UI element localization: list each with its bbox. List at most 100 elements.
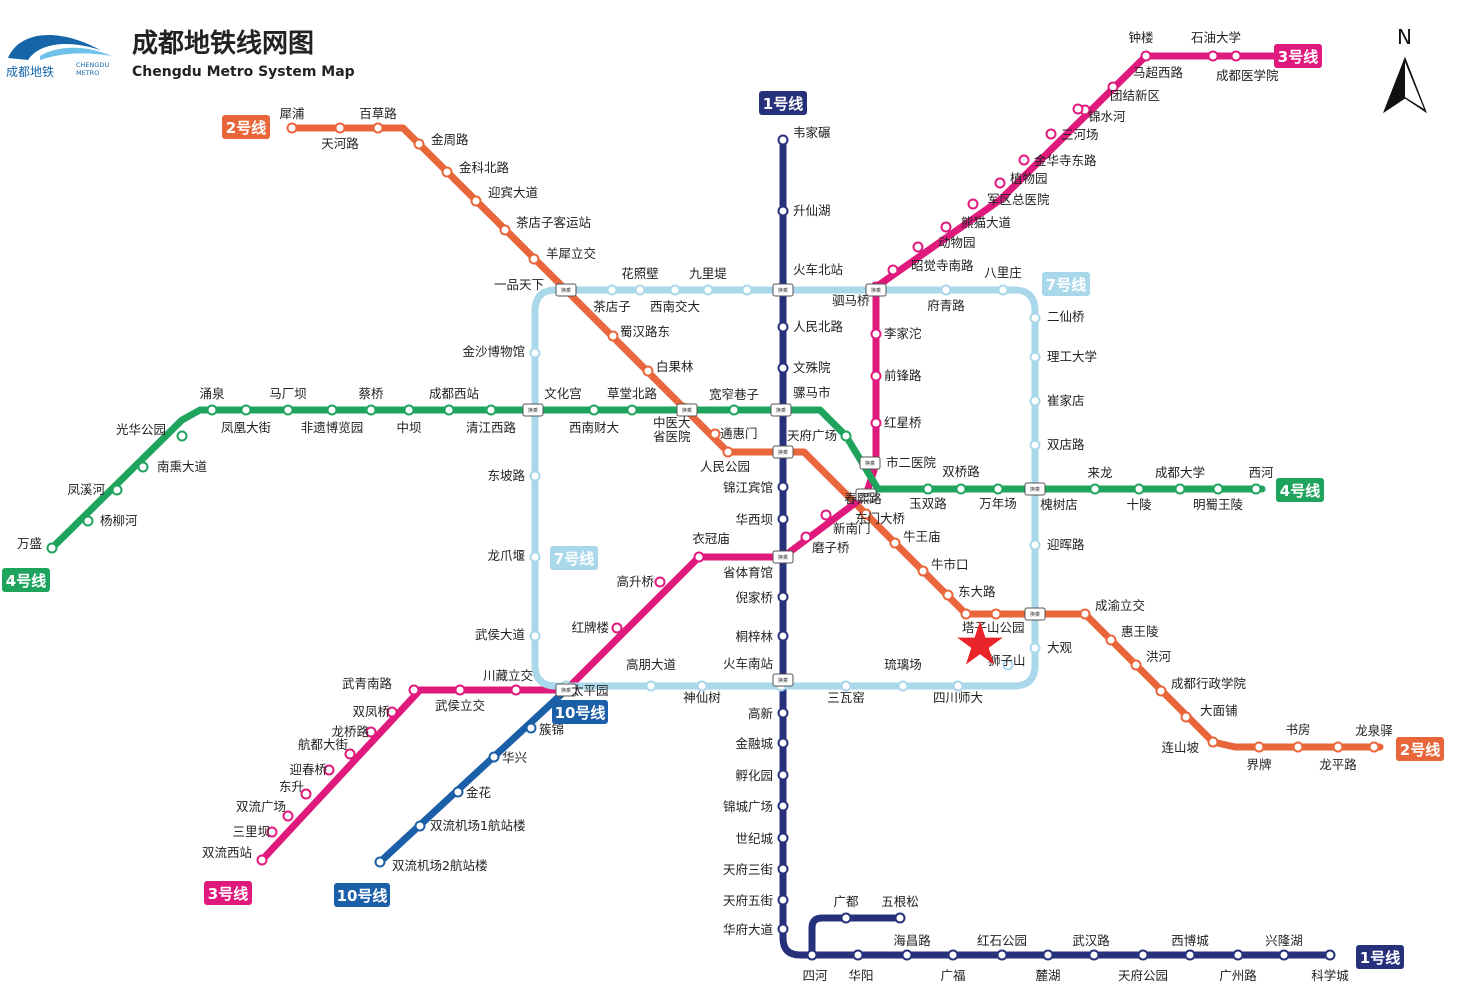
station-dot[interactable] <box>386 706 398 718</box>
station-dot[interactable] <box>374 856 386 868</box>
station-dot[interactable] <box>1079 608 1091 620</box>
station-dot[interactable] <box>266 826 278 838</box>
station-dot[interactable] <box>777 134 789 146</box>
station-label[interactable]: 升仙湖 <box>793 203 831 218</box>
station-dot[interactable] <box>46 542 58 554</box>
station-dot[interactable] <box>1368 741 1380 753</box>
station-dot[interactable] <box>1029 312 1041 324</box>
station-label[interactable]: 大面铺 <box>1200 703 1238 718</box>
station-dot[interactable] <box>887 264 899 276</box>
station-label[interactable]: 红石公园 <box>977 933 1027 948</box>
station-label[interactable]: 孵化园 <box>735 768 773 783</box>
station-label[interactable]: 昭觉寺南路 <box>911 258 974 273</box>
station-dot[interactable] <box>528 253 540 265</box>
station-dot[interactable] <box>922 483 934 495</box>
station-dot[interactable] <box>414 820 426 832</box>
station-dot[interactable] <box>588 404 600 416</box>
station-dot[interactable] <box>642 365 654 377</box>
station-label[interactable]: 连山坡 <box>1161 740 1199 755</box>
station-dot[interactable] <box>529 630 541 642</box>
station-label[interactable]: 龙平路 <box>1319 757 1357 772</box>
station-label[interactable]: 红星桥 <box>884 415 922 430</box>
station-label[interactable]: 锦水河 <box>1088 109 1126 124</box>
station-label[interactable]: 百草路 <box>359 106 397 121</box>
station-dot[interactable] <box>344 748 356 760</box>
station-label[interactable]: 天府公园 <box>1118 968 1168 983</box>
station-label[interactable]: 华阳 <box>848 968 873 983</box>
station-label[interactable]: 牛市口 <box>931 557 969 572</box>
transfer-badge[interactable] <box>676 403 698 417</box>
station-label[interactable]: 龙桥路 <box>331 724 369 739</box>
station-dot[interactable] <box>82 515 94 527</box>
station-label[interactable]: 塔子山公园 <box>962 620 1025 635</box>
transfer-badge[interactable] <box>555 283 577 297</box>
station-label[interactable]: 太平园 <box>571 683 609 698</box>
station-label[interactable]: 春熙路 <box>844 491 882 506</box>
station-dot[interactable] <box>870 370 882 382</box>
station-dot[interactable] <box>470 195 482 207</box>
station-label[interactable]: 四川师大 <box>933 690 983 705</box>
station-dot[interactable] <box>709 428 721 440</box>
station-label[interactable]: 市二医院 <box>886 455 937 470</box>
station-label[interactable]: 迎宾大道 <box>488 185 539 200</box>
station-label[interactable]: 锦城广场 <box>723 799 773 814</box>
station-label[interactable]: 兴隆湖 <box>1265 933 1303 948</box>
line-tag[interactable] <box>550 546 598 570</box>
station-label[interactable]: 红牌楼 <box>571 620 609 635</box>
station-dot[interactable] <box>840 680 852 692</box>
station-label[interactable]: 成渝立交 <box>1095 598 1145 613</box>
station-dot[interactable] <box>1184 949 1196 961</box>
station-label[interactable]: 成都医学院 <box>1216 68 1279 83</box>
station-dot[interactable] <box>777 513 789 525</box>
station-dot[interactable] <box>452 786 464 798</box>
station-label[interactable]: 海昌路 <box>893 933 931 948</box>
station-dot[interactable] <box>777 205 789 217</box>
station-label[interactable]: 天府三街 <box>723 862 773 877</box>
station-dot[interactable] <box>606 284 618 296</box>
station-label[interactable]: 科学城 <box>1311 968 1349 983</box>
station-dot[interactable] <box>1133 483 1145 495</box>
station-dot[interactable] <box>1088 949 1100 961</box>
station-dot[interactable] <box>326 404 338 416</box>
station-dot[interactable] <box>510 684 522 696</box>
station-label[interactable]: 马厂坝 <box>269 386 307 401</box>
station-label[interactable]: 花照壁 <box>621 266 659 281</box>
station-dot[interactable] <box>870 417 882 429</box>
station-label[interactable]: 来龙 <box>1087 465 1112 480</box>
station-dot[interactable] <box>800 531 812 543</box>
station-dot[interactable] <box>1207 736 1219 748</box>
line-tag[interactable] <box>222 115 270 139</box>
station-dot[interactable] <box>947 949 959 961</box>
station-label[interactable]: 簇锦 <box>539 722 564 737</box>
station-dot[interactable] <box>777 923 789 935</box>
station-dot[interactable] <box>1089 483 1101 495</box>
station-label[interactable]: 三里坝 <box>232 824 270 839</box>
station-dot[interactable] <box>1332 741 1344 753</box>
station-label[interactable]: 明蜀王陵 <box>1193 497 1244 512</box>
station-dot[interactable] <box>499 224 511 236</box>
station-label[interactable]: 玉双路 <box>909 496 947 511</box>
station-label[interactable]: 双流机场1航站楼 <box>430 818 525 833</box>
station-dot[interactable] <box>1324 949 1336 961</box>
station-label[interactable]: 韦家碾 <box>793 125 831 140</box>
line-tag[interactable] <box>334 883 390 907</box>
station-dot[interactable] <box>365 726 377 738</box>
line-tag[interactable] <box>1042 272 1090 296</box>
station-label[interactable]: 惠王陵 <box>1121 624 1159 639</box>
station-label[interactable]: 书房 <box>1285 722 1310 737</box>
station-label[interactable]: 中坝 <box>396 420 421 435</box>
station-label[interactable]: 十陵 <box>1126 497 1152 512</box>
line-tag[interactable] <box>2 568 50 592</box>
station-dot[interactable] <box>240 404 252 416</box>
station-dot[interactable] <box>1137 949 1149 961</box>
station-dot[interactable] <box>1045 128 1057 140</box>
station-dot[interactable] <box>1230 50 1242 62</box>
station-label[interactable]: 川藏立交 <box>483 668 533 683</box>
station-label[interactable]: 凤溪河 <box>67 482 105 497</box>
station-label[interactable]: 白果林 <box>656 359 694 374</box>
station-dot[interactable] <box>942 589 954 601</box>
station-dot[interactable] <box>1180 711 1192 723</box>
station-dot[interactable] <box>634 284 646 296</box>
station-label[interactable]: 李家沱 <box>884 326 922 341</box>
station-label[interactable]: 金周路 <box>431 132 469 147</box>
